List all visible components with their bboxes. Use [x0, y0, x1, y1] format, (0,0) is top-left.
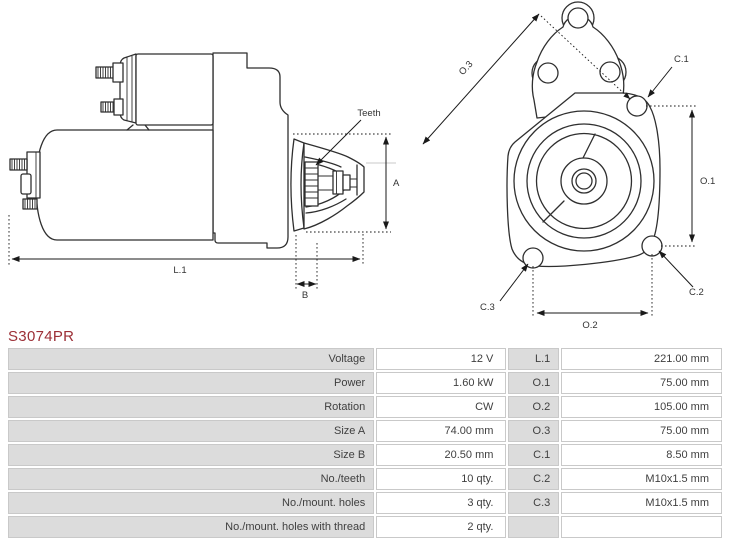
top-mount-hole — [567, 7, 589, 29]
table-row: Size A 74.00 mm O.3 75.00 mm — [8, 420, 722, 442]
spec-value: 2 qty. — [376, 516, 507, 538]
table-row: Power 1.60 kW O.1 75.00 mm — [8, 372, 722, 394]
spec-value: 20.50 mm — [376, 444, 507, 466]
table-row: Voltage 12 V L.1 221.00 mm — [8, 348, 722, 370]
table-row: No./teeth 10 qty. C.2 M10x1.5 mm — [8, 468, 722, 490]
spec-label: Rotation — [8, 396, 375, 418]
table-row: Size B 20.50 mm C.1 8.50 mm — [8, 444, 722, 466]
spec-value: 8.50 mm — [561, 444, 722, 466]
teeth-label: Teeth — [357, 108, 380, 119]
dim-c3-label: C.3 — [480, 302, 495, 313]
spec-label: No./teeth — [8, 468, 375, 490]
table-row: Rotation CW O.2 105.00 mm — [8, 396, 722, 418]
spec-label: Size B — [8, 444, 375, 466]
part-number: S3074PR — [8, 328, 75, 345]
spec-value: M10x1.5 mm — [561, 468, 722, 490]
spec-value: 221.00 mm — [561, 348, 722, 370]
table-row: No./mount. holes with thread 2 qty. — [8, 516, 722, 538]
dim-l1-label: L.1 — [173, 265, 186, 276]
spec-value: 75.00 mm — [561, 420, 722, 442]
spec-value: 1.60 kW — [376, 372, 507, 394]
solenoid-body — [135, 53, 214, 126]
spec-value: CW — [376, 396, 507, 418]
dim-a-label: A — [393, 178, 400, 189]
table-row: No./mount. holes 3 qty. C.3 M10x1.5 mm — [8, 492, 722, 514]
hole-c1 — [626, 95, 648, 117]
spec-label: O.2 — [508, 396, 560, 418]
spec-value: 3 qty. — [376, 492, 507, 514]
spec-label: Size A — [8, 420, 375, 442]
spec-label: C.1 — [508, 444, 560, 466]
starter-side-view: Teeth A L.1 B — [8, 52, 400, 301]
spec-label: No./mount. holes — [8, 492, 375, 514]
spec-label: Voltage — [8, 348, 375, 370]
spec-label: C.3 — [508, 492, 560, 514]
spec-value: 12 V — [376, 348, 507, 370]
spec-label: O.1 — [508, 372, 560, 394]
starter-front-view: O.3 C.1 O.1 C.2 C.3 O.2 — [422, 1, 715, 331]
spec-label: C.2 — [508, 468, 560, 490]
technical-drawing: Teeth A L.1 B — [8, 1, 715, 331]
dim-o3-label: O.3 — [457, 59, 475, 78]
dim-b-label: B — [302, 290, 308, 301]
pinion-gear — [304, 161, 319, 207]
spec-label: Power — [8, 372, 375, 394]
spec-value: 75.00 mm — [561, 372, 722, 394]
spec-label: O.3 — [508, 420, 560, 442]
spec-value: 105.00 mm — [561, 396, 722, 418]
spec-label: No./mount. holes with thread — [8, 516, 375, 538]
dim-c1-label: C.1 — [674, 54, 689, 65]
spec-label: L.1 — [508, 348, 560, 370]
spec-label — [508, 516, 560, 538]
dim-c2-label: C.2 — [689, 287, 704, 298]
spec-value — [561, 516, 722, 538]
hole-c3 — [522, 247, 544, 269]
dim-o2-label: O.2 — [582, 320, 597, 331]
dim-o1-label: O.1 — [700, 176, 715, 187]
spec-value: 10 qty. — [376, 468, 507, 490]
hole-c2 — [641, 235, 663, 257]
spec-value: M10x1.5 mm — [561, 492, 722, 514]
spec-table: Voltage 12 V L.1 221.00 mm Power 1.60 kW… — [6, 346, 724, 540]
spec-value: 74.00 mm — [376, 420, 507, 442]
